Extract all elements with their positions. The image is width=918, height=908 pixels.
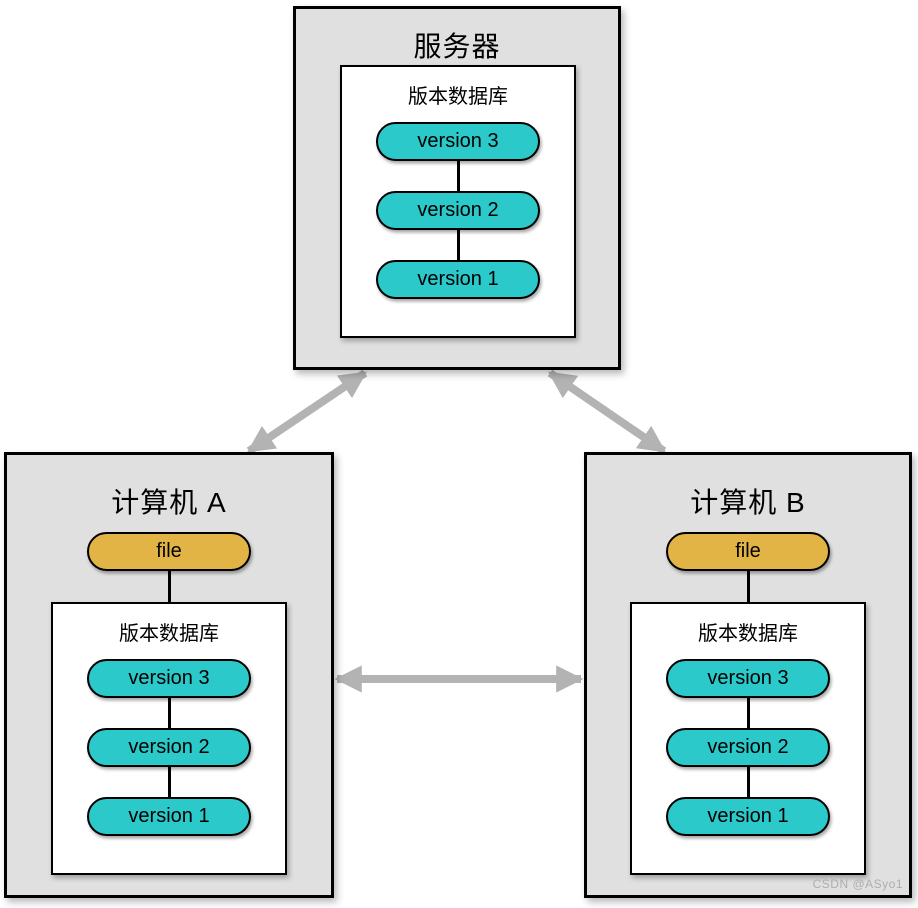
computer-a-title: 计算机 A: [111, 487, 227, 518]
computer-b-version-1-pill: version 1: [666, 797, 830, 836]
server-version-1-pill: version 1: [376, 260, 540, 299]
computer-b-version-3-pill: version 3: [666, 659, 830, 698]
computer-a-version-3-pill: version 3: [87, 659, 251, 698]
computer-b-title: 计算机 B: [690, 487, 806, 518]
server-version-3-pill: version 3: [376, 122, 540, 161]
computer-b-version-database-label: 版本数据库: [698, 623, 798, 645]
server-version-2-pill: version 2: [376, 191, 540, 230]
server-box: 服务器 版本数据库 version 3 version 2 version 1: [293, 6, 621, 370]
file-database-link-line: [746, 571, 750, 603]
computer-b-version-2-pill: version 2: [666, 728, 830, 767]
file-database-link-line: [167, 571, 171, 603]
server-computer-a-arrow-icon: [246, 369, 368, 455]
computer-a-file-pill: file: [87, 532, 251, 571]
computer-a-box: 计算机 A file 版本数据库 version 3 version 2 ver…: [4, 452, 334, 898]
server-computer-b-arrow-icon: [547, 369, 667, 455]
computer-a-version-2-pill: version 2: [87, 728, 251, 767]
server-version-database-label: 版本数据库: [408, 86, 508, 108]
server-title: 服务器: [413, 31, 501, 62]
server-version-database-box: 版本数据库 version 3 version 2 version 1: [340, 65, 576, 338]
computer-a-version-database-box: 版本数据库 version 3 version 2 version 1: [51, 602, 287, 875]
computer-b-version-database-box: 版本数据库 version 3 version 2 version 1: [630, 602, 866, 875]
computer-b-box: 计算机 B file 版本数据库 version 3 version 2 ver…: [584, 452, 912, 898]
computer-a-version-1-pill: version 1: [87, 797, 251, 836]
computer-b-file-pill: file: [666, 532, 830, 571]
computer-a-version-database-label: 版本数据库: [119, 623, 219, 645]
csdn-watermark: CSDN @ASyo1: [812, 877, 903, 891]
